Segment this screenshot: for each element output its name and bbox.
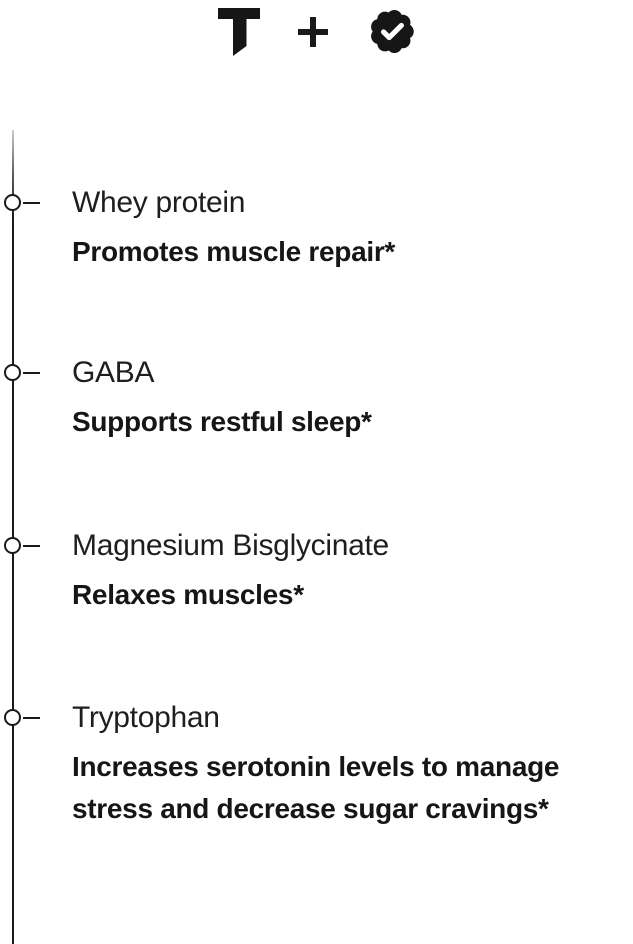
ingredient-name: Magnesium Bisglycinate	[72, 529, 389, 562]
timeline-node-icon	[4, 194, 21, 211]
ingredient-benefit: Promotes muscle repair*	[72, 236, 396, 267]
timeline-tick-icon	[23, 545, 40, 547]
plus-icon	[298, 16, 328, 47]
ingredient-benefit: Increases serotonin levels to manage str…	[72, 751, 560, 824]
t-logo-icon	[218, 7, 260, 56]
ingredient-benefit: Supports restful sleep*	[72, 406, 372, 437]
ingredient-name: GABA	[72, 356, 155, 389]
timeline-node-icon	[4, 364, 21, 381]
timeline-tick-icon	[23, 717, 40, 719]
timeline-tick-icon	[23, 372, 40, 374]
timeline-node-icon	[4, 537, 21, 554]
ingredient-name: Tryptophan	[72, 701, 220, 734]
ingredient-item-whey-protein: Whey protein Promotes muscle repair*	[0, 186, 633, 273]
ingredient-name: Whey protein	[72, 186, 246, 219]
ingredient-item-gaba: GABA Supports restful sleep*	[0, 356, 633, 443]
ingredient-item-magnesium-bisglycinate: Magnesium Bisglycinate Relaxes muscles*	[0, 529, 633, 616]
brand-header	[0, 7, 633, 56]
timeline-tick-icon	[23, 202, 40, 204]
verified-badge-icon	[371, 9, 414, 54]
timeline-node-icon	[4, 709, 21, 726]
ingredient-item-tryptophan: Tryptophan Increases serotonin levels to…	[0, 701, 633, 830]
ingredient-benefit: Relaxes muscles*	[72, 579, 304, 610]
